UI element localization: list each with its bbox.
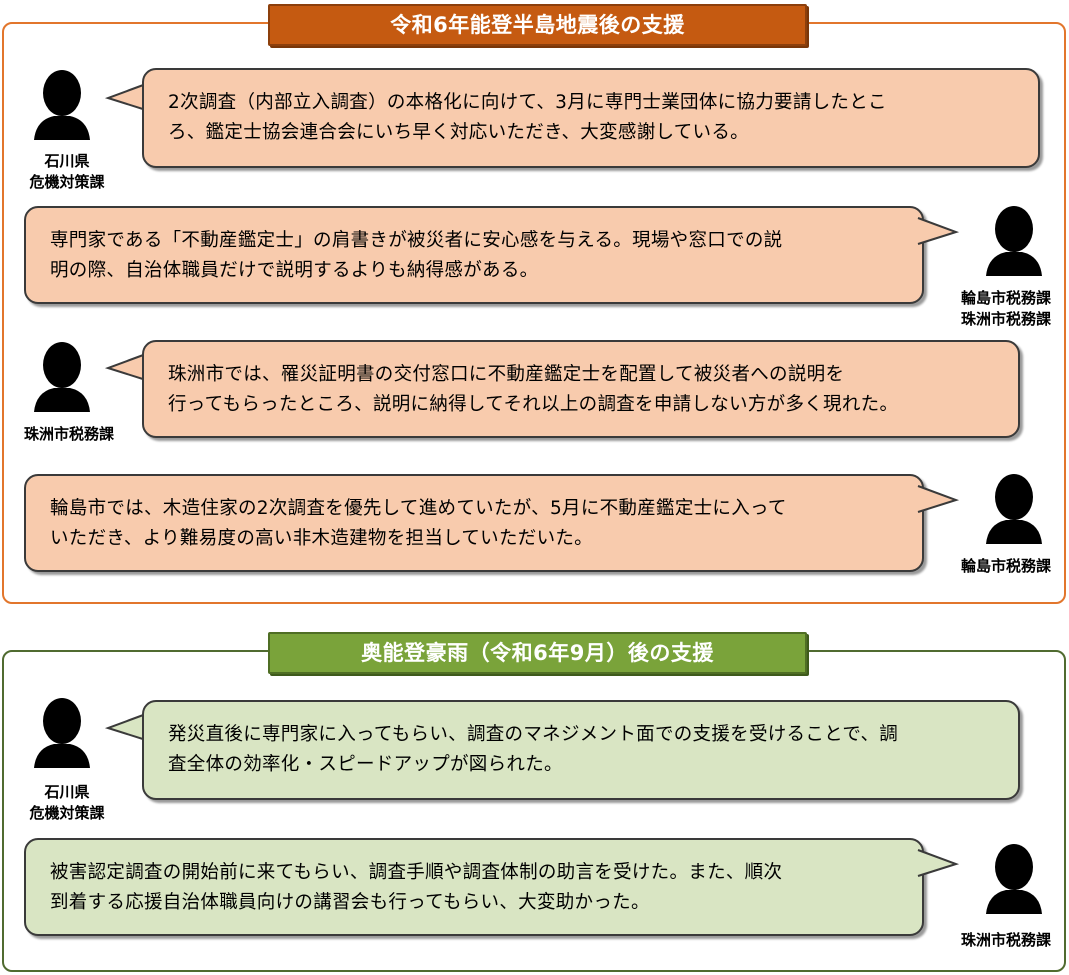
person-silhouette-icon: [34, 342, 90, 412]
person-silhouette-icon: [986, 206, 1042, 276]
person-silhouette-icon: [986, 474, 1042, 544]
comment-bubble: 専門家である「不動産鑑定士」の肩書きが被災者に安心感を与える。現場や窓口での説 …: [24, 206, 924, 304]
speaker-label: 珠洲市税務課: [23, 425, 114, 443]
speech-bubble-tail: [917, 217, 960, 245]
speech-bubble-tail: [104, 713, 147, 741]
speech-bubble-tail: [917, 849, 960, 877]
comment-bubble: 2次調査（内部立入調査）の本格化に向けて、3月に専門士業団体に協力要請したとこ …: [142, 68, 1040, 168]
speech-bubble-tail: [917, 485, 960, 513]
speaker-label: 輪島市税務課 珠洲市税務課: [960, 289, 1051, 328]
section2-title: 奥能登豪雨（令和6年9月）後の支援: [268, 632, 807, 674]
speech-bubble-tail: [104, 353, 147, 381]
comment-bubble: 珠洲市では、罹災証明書の交付窓口に不動産鑑定士を配置して被災者への説明を 行って…: [142, 340, 1020, 438]
comment-bubble: 被害認定調査の開始前に来てもらい、調査手順や調査体制の助言を受けた。また、順次 …: [24, 838, 924, 936]
speaker-label: 輪島市税務課: [960, 557, 1051, 575]
speaker-label: 珠洲市税務課: [960, 931, 1051, 949]
speech-bubble-tail: [104, 83, 147, 111]
speaker-label: 石川県 危機対策課: [29, 783, 105, 822]
section1-title: 令和6年能登半島地震後の支援: [268, 4, 807, 46]
speaker-label: 石川県 危機対策課: [29, 152, 105, 191]
comment-bubble: 輪島市では、木造住家の2次調査を優先して進めていたが、5月に不動産鑑定士に入って…: [24, 474, 924, 572]
comment-bubble: 発災直後に専門家に入ってもらい、調査のマネジメント面での支援を受けることで、調 …: [142, 700, 1020, 800]
person-silhouette-icon: [34, 698, 90, 768]
person-silhouette-icon: [986, 844, 1042, 914]
person-silhouette-icon: [34, 70, 90, 140]
